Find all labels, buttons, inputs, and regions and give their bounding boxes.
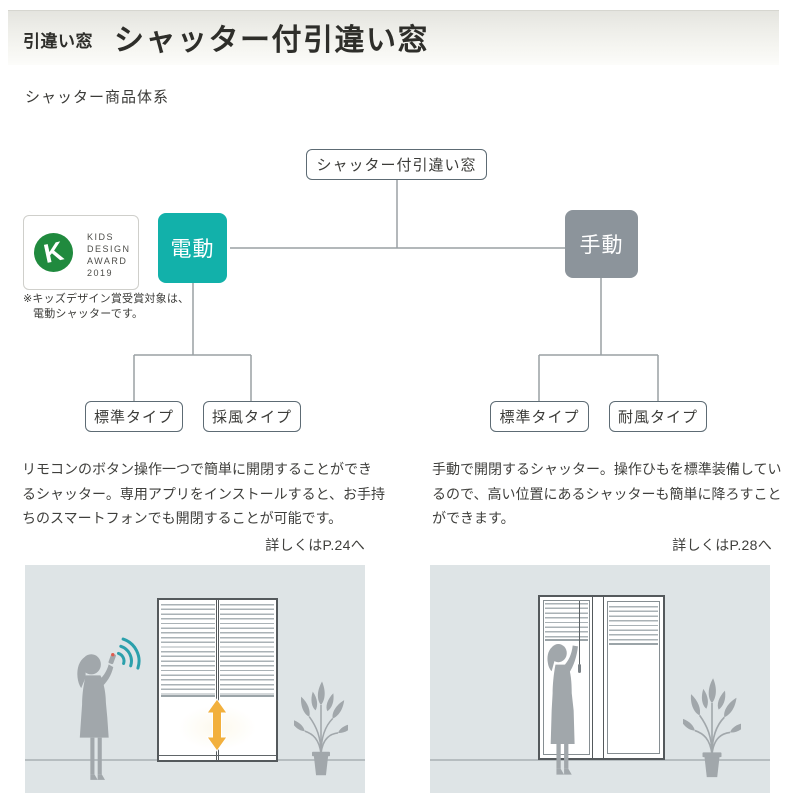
- diagram-node-manual-standard: 標準タイプ: [490, 401, 589, 432]
- section-heading: シャッター商品体系: [25, 89, 170, 106]
- potted-plant-icon: [683, 678, 741, 778]
- potted-plant-icon: [294, 681, 348, 776]
- diagram-node-electric-standard: 標準タイプ: [85, 401, 183, 432]
- pull-cord-grip: [578, 664, 581, 673]
- shutter-slats-right: [609, 606, 658, 645]
- manual-feature-text: 手動で開閉するシャッター。操作ひもを標準装備してい るので、高い位置にあるシャッ…: [432, 457, 781, 557]
- shutter-window-manual: [538, 595, 665, 760]
- window-mullion: [592, 597, 604, 758]
- panel-frame-right: [607, 601, 660, 754]
- pull-cord: [579, 601, 581, 665]
- shutter-slats-left: [161, 604, 215, 697]
- person-with-remote-icon: [77, 653, 116, 780]
- shutter-slats-right: [220, 604, 274, 697]
- window-mullion: [216, 600, 219, 760]
- page-header: 引違い窓 シャッター付引違い窓: [8, 10, 779, 65]
- electric-detail-page-ref: 詳しくはP.24へ: [265, 536, 365, 553]
- window-sill: [159, 754, 276, 756]
- person-pulling-cord-icon: [547, 644, 578, 775]
- diagram-node-electric: 電動: [158, 213, 227, 283]
- diagram-node-manual: 手動: [565, 210, 638, 278]
- shutter-slats-left: [545, 603, 588, 641]
- manual-detail-page-ref: 詳しくはP.28へ: [672, 536, 772, 553]
- wifi-icon: [117, 637, 141, 670]
- page-title: シャッター付引違い窓: [114, 24, 429, 57]
- kids-design-award-text: KIDS DESIGN AWARD 2019: [87, 232, 131, 278]
- diagram-root-node: シャッター付引違い窓: [306, 149, 487, 180]
- electric-feature-text: リモコンのボタン操作一つで簡単に開閉することができ るシャッター。専用アプリをイ…: [22, 457, 385, 557]
- award-note: ※キッズデザイン賞受賞対象は、 電動シャッターです。: [23, 293, 190, 320]
- open-close-arrow-icon: [206, 698, 228, 752]
- diagram-connector-lines: [133, 180, 659, 401]
- kids-design-award-logo-icon: K: [34, 233, 73, 272]
- electric-illustration: [25, 565, 365, 793]
- manual-illustration: [430, 565, 770, 793]
- header-category-label: 引違い窓: [23, 32, 93, 51]
- diagram-node-electric-ventilation: 採風タイプ: [203, 401, 301, 432]
- diagram-node-manual-windresistant: 耐風タイプ: [609, 401, 707, 432]
- kids-design-award-badge: K KIDS DESIGN AWARD 2019: [23, 215, 139, 290]
- floor-line: [430, 759, 770, 761]
